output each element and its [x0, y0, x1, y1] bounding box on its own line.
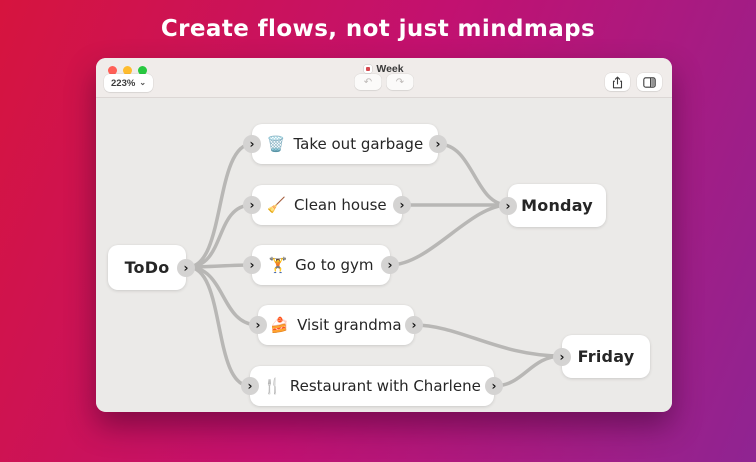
edge-restaurant-with-charlene-to-friday: [492, 354, 564, 388]
restaurant-with-charlene-left-chevron-button[interactable]: ›: [241, 377, 259, 395]
monday-left-chevron-button[interactable]: ›: [499, 196, 517, 215]
chevron-right-icon: ›: [255, 318, 261, 332]
edge-take-out-garbage-to-monday: [436, 142, 510, 207]
node-go-to-gym[interactable]: 🏋️ Go to gym › ›: [243, 245, 399, 285]
redo-button[interactable]: ↷: [386, 74, 414, 90]
node-visit-grandma[interactable]: 🍰 Visit grandma › ›: [249, 305, 423, 345]
chevron-right-icon: ›: [435, 137, 441, 151]
undo-button[interactable]: ↶: [354, 74, 382, 90]
chevron-right-icon: ›: [505, 198, 511, 213]
headline: Create flows, not just mindmaps: [160, 16, 596, 42]
take-out-garbage-emoji-icon: 🗑️: [266, 134, 286, 153]
node-label: Go to gym: [295, 256, 374, 274]
toolbar-right: [605, 73, 662, 91]
redo-icon: ↷: [395, 76, 405, 88]
node-take-out-garbage[interactable]: 🗑️ Take out garbage › ›: [243, 124, 447, 164]
clean-house-right-chevron-button[interactable]: ›: [393, 196, 411, 214]
chevron-right-icon: ›: [249, 198, 255, 212]
edge-visit-grandma-to-friday: [412, 323, 564, 358]
chevron-right-icon: ›: [491, 379, 497, 393]
node-label: Monday: [521, 196, 593, 215]
edge-todo-to-take-out-garbage: [186, 142, 254, 269]
node-friday[interactable]: Friday ›: [553, 335, 650, 378]
node-label: ToDo: [124, 258, 170, 277]
node-label: Clean house: [294, 196, 387, 214]
visit-grandma-emoji-icon: 🍰: [270, 315, 290, 334]
undo-icon: ↶: [363, 76, 373, 88]
go-to-gym-emoji-icon: 🏋️: [268, 255, 288, 274]
edge-go-to-gym-to-monday: [388, 203, 510, 267]
document-title: Week: [96, 63, 672, 75]
restaurant-with-charlene-right-chevron-button[interactable]: ›: [485, 377, 503, 395]
clean-house-left-chevron-button[interactable]: ›: [243, 196, 261, 214]
app-window: 223% ⌄ Week ↶ ↷: [96, 58, 672, 412]
window-titlebar: 223% ⌄ Week ↶ ↷: [96, 58, 672, 98]
go-to-gym-right-chevron-button[interactable]: ›: [381, 256, 399, 274]
node-label: Visit grandma: [297, 316, 402, 334]
chevron-right-icon: ›: [249, 258, 255, 272]
friday-left-chevron-button[interactable]: ›: [553, 347, 571, 366]
node-clean-house[interactable]: 🧹 Clean house › ›: [243, 185, 411, 225]
node-label: Restaurant with Charlene: [289, 377, 481, 395]
share-icon: [612, 76, 623, 88]
history-controls: ↶ ↷: [354, 74, 414, 90]
edges-layer: [186, 142, 564, 388]
edge-todo-to-visit-grandma: [186, 265, 260, 327]
share-button[interactable]: [605, 73, 630, 91]
document-title-text: Week: [376, 63, 404, 75]
minimize-button[interactable]: [123, 66, 132, 75]
visit-grandma-left-chevron-button[interactable]: ›: [249, 316, 267, 334]
restaurant-with-charlene-emoji-icon: 🍴: [263, 376, 282, 395]
take-out-garbage-right-chevron-button[interactable]: ›: [429, 135, 447, 153]
chevron-down-icon: ⌄: [139, 78, 147, 87]
clean-house-emoji-icon: 🧹: [267, 195, 287, 214]
node-label: Take out garbage: [293, 135, 424, 153]
chevron-right-icon: ›: [247, 379, 253, 393]
take-out-garbage-left-chevron-button[interactable]: ›: [243, 135, 261, 153]
todo-right-chevron-button[interactable]: ›: [177, 258, 195, 277]
flow-canvas[interactable]: ToDo›🗑️Take out garbage››🧹Clean house››🏋…: [96, 98, 672, 411]
chevron-right-icon: ›: [399, 198, 405, 212]
node-todo[interactable]: ToDo ›: [108, 245, 195, 290]
close-button[interactable]: [108, 66, 117, 75]
zoom-level-value: 223%: [111, 77, 136, 89]
maximize-button[interactable]: [138, 66, 147, 75]
zoom-level-dropdown[interactable]: 223% ⌄: [104, 74, 154, 92]
visit-grandma-right-chevron-button[interactable]: ›: [405, 316, 423, 334]
sidebar-toggle-button[interactable]: [637, 73, 662, 91]
node-label: Friday: [577, 347, 635, 366]
node-restaurant-with-charlene[interactable]: 🍴 Restaurant with Charlene › ›: [241, 366, 503, 406]
chevron-right-icon: ›: [411, 318, 417, 332]
node-monday[interactable]: Monday ›: [499, 184, 606, 227]
chevron-right-icon: ›: [559, 349, 565, 364]
chevron-right-icon: ›: [183, 260, 189, 275]
go-to-gym-left-chevron-button[interactable]: ›: [243, 256, 261, 274]
chevron-right-icon: ›: [249, 137, 255, 151]
edge-todo-to-clean-house: [186, 203, 254, 269]
chevron-right-icon: ›: [387, 258, 393, 272]
sidebar-toggle-icon: [643, 76, 656, 88]
document-icon: [364, 65, 373, 73]
traffic-lights: [108, 66, 147, 75]
edge-todo-to-restaurant-with-charlene: [186, 265, 252, 388]
